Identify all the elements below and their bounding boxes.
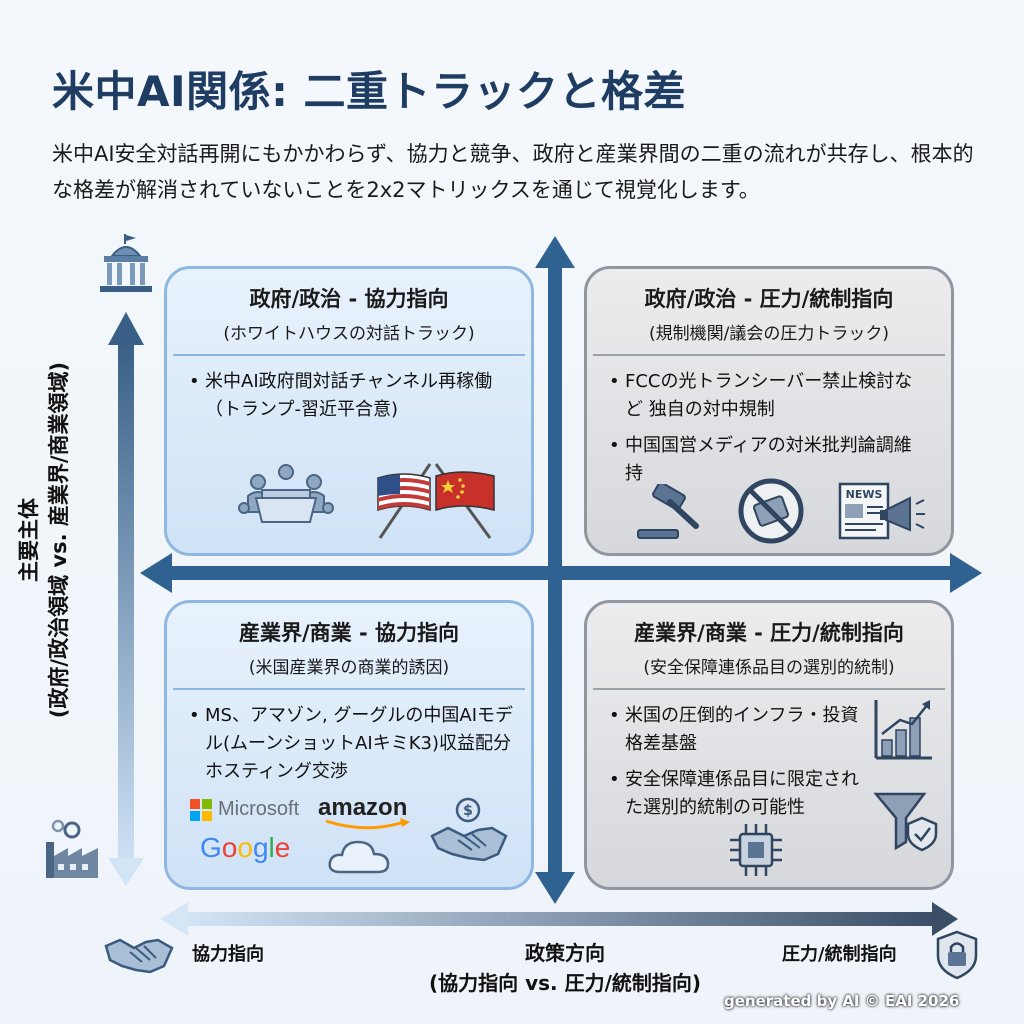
news-label: NEWS: [846, 488, 883, 501]
google-logo-letter: o: [237, 832, 253, 863]
watermark: generated by AI © EAI 2026: [724, 992, 960, 1010]
amazon-logo: amazon: [318, 794, 408, 821]
x-axis-title: 政策方向 (協力指向 vs. 圧力/統制指向): [400, 938, 730, 998]
page-subtitle: 米中AI安全対話再開にもかかわらず、協力と競争、政府と産業界間の二重の流れが共存…: [52, 142, 974, 202]
google-logo-letter: G: [200, 832, 222, 863]
quadrant-subtitle: (規制機関/議会の圧力トラック): [649, 324, 889, 344]
bullet-item: 米中AI政府間対話チャンネル再稼働（トランプ-習近平合意): [189, 368, 509, 424]
bullet-item: 米国の圧倒的インフラ・投資格差基盤: [609, 702, 859, 758]
quadrant-subtitle: (安全保障連係品目の選別的統制): [643, 658, 895, 678]
quadrant-title: 産業界/商業 - 協力指向: [238, 621, 459, 645]
bullet-item: 中国国営メディアの対米批判論調維持: [609, 432, 929, 488]
microsoft-logo-text: Microsoft: [218, 798, 300, 820]
money-handshake-icon: $: [430, 797, 508, 862]
y-axis-label-line1: 主要主体: [17, 498, 41, 583]
google-logo: Google: [200, 832, 290, 864]
bullet-item: FCCの光トランシーバー禁止検討など 独自の対中規制: [609, 368, 929, 424]
gavel-icon: [637, 484, 699, 539]
quadrant-title: 政府/政治 - 協力指向: [249, 287, 449, 311]
bullet-item: MS、アマゾン, グーグルの中国AIモデル(ムーンショットAIキミK3)収益配分…: [189, 702, 519, 786]
quadrant-divider: [173, 688, 525, 690]
meeting-table-icon: [238, 464, 334, 523]
microsoft-logo: Microsoft: [190, 798, 299, 821]
y-axis-label: 主要主体 (政府/政治領域 vs. 産業界/商業領域): [14, 362, 74, 718]
x-axis-title-line2: (協力指向 vs. 圧力/統制指向): [428, 971, 702, 995]
quadrant-divider: [173, 354, 525, 356]
filter-shield-icon: [873, 792, 938, 852]
us-china-flags-icon: [377, 463, 495, 539]
y-axis-label-line2: (政府/政治領域 vs. 産業界/商業領域): [47, 361, 71, 719]
quadrant-title: 産業界/商業 - 圧力/統制指向: [634, 621, 904, 645]
x-axis-right-label: 圧力/統制指向: [782, 944, 897, 965]
government-building-icon: [100, 234, 152, 292]
microchip-icon: [730, 824, 782, 876]
x-axis-title-line1: 政策方向: [525, 941, 605, 965]
google-logo-letter: o: [221, 832, 238, 863]
prohibited-device-icon: [738, 478, 804, 544]
google-logo-letter: g: [252, 832, 269, 863]
google-logo-letter: e: [274, 832, 291, 863]
quadrant-subtitle: (ホワイトハウスの対話トラック): [223, 324, 475, 344]
cloud-icon: [328, 840, 390, 874]
x-axis-left-label: 協力指向: [192, 944, 264, 965]
quadrant-gov-coop: 政府/政治 - 協力指向 (ホワイトハウスの対話トラック) 米中AI政府間対話チ…: [164, 266, 534, 556]
news-megaphone-icon: NEWS: [838, 482, 925, 540]
amazon-smile-icon: [325, 818, 410, 830]
bar-chart-growth-icon: [874, 700, 932, 760]
quadrant-subtitle: (米国産業界の商業的誘因): [248, 658, 450, 678]
y-axis-arrow: [108, 312, 144, 886]
page-title: 米中AI関係: 二重トラックと格差: [52, 67, 687, 116]
microsoft-squares-icon: [190, 798, 212, 821]
svg-text:$: $: [463, 803, 473, 819]
quadrant-divider: [593, 354, 945, 356]
quadrant-title: 政府/政治 - 圧力/統制指向: [644, 287, 894, 311]
quadrant-divider: [593, 688, 945, 690]
bullet-item: 安全保障連係品目に限定された選別的統制の可能性: [609, 766, 859, 822]
padlock-icon: [936, 930, 978, 980]
x-axis-arrow: [160, 902, 958, 936]
google-logo-letter: l: [268, 832, 275, 863]
center-cross: [140, 236, 982, 904]
handshake-icon: [104, 938, 174, 974]
factory-icon: [46, 819, 98, 878]
